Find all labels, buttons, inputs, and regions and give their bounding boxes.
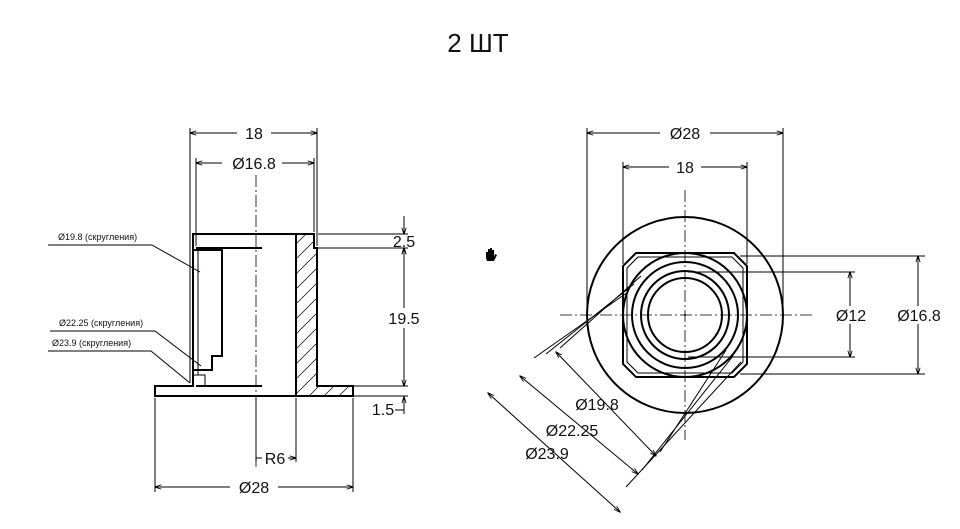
diag-ext-4 xyxy=(659,349,727,453)
top-square-inner xyxy=(626,256,744,374)
dim-16-8-label: Ø16.8 xyxy=(232,156,276,173)
top-circle-12 xyxy=(647,277,723,353)
dim-19-5-label: 19.5 xyxy=(388,311,419,328)
dim-28-bottom-label: Ø28 xyxy=(239,480,269,497)
dim-1-5-label: 1.5 xyxy=(372,402,394,419)
top-view: Ø28 18 Ø12 Ø16.8 Ø19.8 Ø22.25 Ø23.9 xyxy=(488,124,950,512)
drawing-title: 2 ШТ xyxy=(447,28,509,58)
side-view: 18 Ø16.8 2.5 19.5 1.5 R6 Ø28 xyxy=(48,124,425,497)
note-23-9-label: Ø23.9 (скругления) xyxy=(52,338,131,348)
dim-top-16-8-label: Ø16.8 xyxy=(897,308,941,325)
dim-top-28-label: Ø28 xyxy=(670,126,700,143)
note-22-25-label: Ø22.25 (скругления) xyxy=(59,318,143,328)
side-inner-step xyxy=(193,249,223,371)
dim-top-23-9-label: Ø23.9 xyxy=(525,446,569,463)
dim-2-5-label: 2.5 xyxy=(393,234,415,251)
dim-top-22-25-label: Ø22.25 xyxy=(546,423,599,440)
dim-top-12-label: Ø12 xyxy=(836,308,866,325)
note-22-25-pointer xyxy=(154,330,202,367)
top-circle-19-8 xyxy=(631,261,739,369)
diag-ext-3 xyxy=(533,291,629,359)
dim-top-19-8-label: Ø19.8 xyxy=(575,397,619,414)
top-square xyxy=(622,252,748,378)
side-body-outline xyxy=(154,233,354,397)
note-19-8-pointer xyxy=(151,244,201,273)
top-circle-23-9 xyxy=(622,252,748,378)
side-inner-step-2 xyxy=(193,374,206,386)
dim-top-23-9-line xyxy=(488,393,620,512)
note-19-8-label: Ø19.8 (скругления) xyxy=(58,232,137,242)
note-23-9-pointer xyxy=(150,350,191,384)
dim-top-18-label: 18 xyxy=(676,160,694,177)
diag-ext-1 xyxy=(559,275,642,349)
hand-cursor-icon xyxy=(486,248,497,261)
top-center-dot xyxy=(684,314,686,316)
dim-r6-label: R6 xyxy=(265,451,286,468)
diag-ext-6 xyxy=(625,361,742,488)
top-circle-16-8 xyxy=(640,270,730,360)
dim-18-label: 18 xyxy=(245,126,263,143)
